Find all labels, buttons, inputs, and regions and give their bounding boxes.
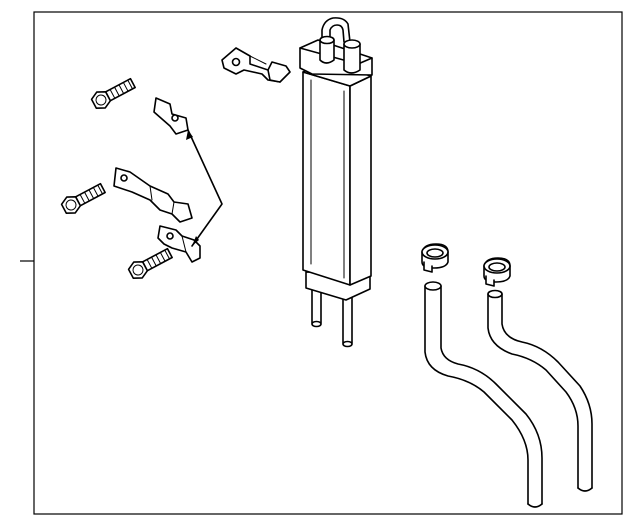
bracket [113, 167, 193, 223]
hose-clamp [483, 257, 511, 287]
bolt [60, 182, 106, 214]
bolt [90, 77, 136, 109]
bracket [157, 225, 201, 263]
hose-clamp [421, 243, 449, 273]
cooler-hose [424, 281, 543, 508]
upper-bracket [221, 47, 291, 83]
leader-line [186, 129, 223, 247]
bracket [153, 97, 189, 135]
bolt [127, 247, 173, 279]
oil-cooler [299, 17, 373, 348]
cooler-hose [487, 289, 593, 492]
